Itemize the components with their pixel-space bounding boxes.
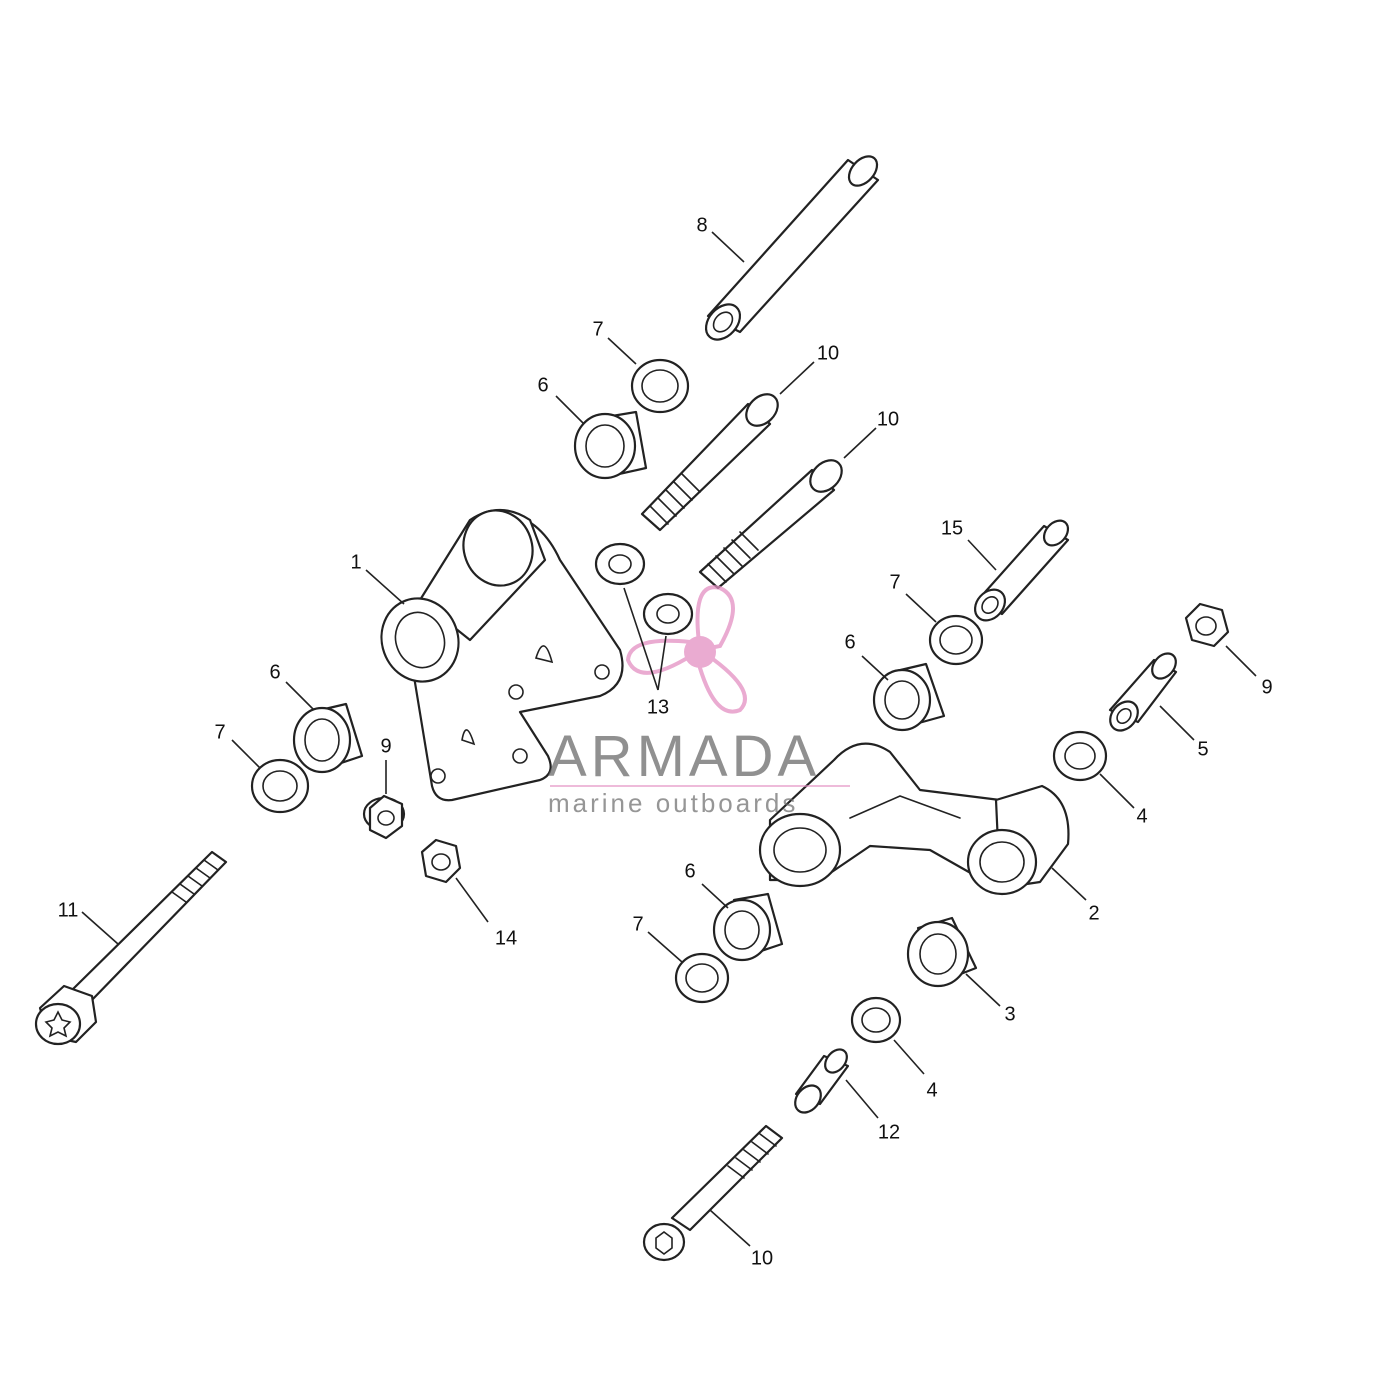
callout-15: 15 bbox=[941, 517, 963, 539]
part-14-hex-nut bbox=[420, 838, 462, 884]
brand-tagline: marine outboards bbox=[548, 788, 798, 818]
part-9-nut-right bbox=[1184, 602, 1230, 648]
callout-6-top: 6 bbox=[537, 374, 548, 396]
callout-4-upper: 4 bbox=[1136, 805, 1147, 827]
callout-12: 12 bbox=[878, 1121, 900, 1143]
part-8-tube bbox=[704, 155, 880, 341]
part-3-bushing bbox=[906, 916, 978, 988]
callout-13: 13 bbox=[647, 696, 669, 718]
propeller-icon bbox=[625, 585, 747, 714]
callout-10-bottom: 10 bbox=[751, 1247, 773, 1269]
part-5-spacer bbox=[1108, 652, 1178, 732]
callout-9-right: 9 bbox=[1261, 676, 1272, 698]
callout-9-left: 9 bbox=[380, 735, 391, 757]
callout-8: 8 bbox=[696, 214, 707, 236]
brand-name: ARMADA bbox=[548, 724, 820, 789]
part-6-bushing-left bbox=[292, 702, 364, 774]
part-2-link-arm bbox=[758, 742, 1070, 896]
part-1-bracket bbox=[380, 509, 624, 802]
callout-3: 3 bbox=[1004, 1003, 1015, 1025]
part-10-bolt-middle bbox=[698, 459, 843, 590]
part-15-tube bbox=[973, 519, 1070, 622]
callout-7-top: 7 bbox=[592, 318, 603, 340]
part-9-nut-left bbox=[362, 794, 406, 840]
callout-7-left: 7 bbox=[214, 721, 225, 743]
part-11-long-bolt bbox=[34, 850, 228, 1046]
part-7-washer-left bbox=[250, 758, 310, 814]
callout-10-middle: 10 bbox=[877, 408, 899, 430]
callout-2: 2 bbox=[1088, 902, 1099, 924]
callout-6-right: 6 bbox=[844, 631, 855, 653]
armada-watermark: ARMADA marine outboards bbox=[548, 585, 850, 818]
part-7-washer-top bbox=[630, 358, 690, 414]
part-7-washer-bottom bbox=[674, 952, 730, 1004]
part-6-bushing-right bbox=[872, 662, 946, 732]
callout-14: 14 bbox=[495, 927, 517, 949]
callout-labels: 1 2 3 4 4 5 6 6 6 6 7 7 7 7 8 9 9 10 10 … bbox=[58, 214, 1273, 1269]
callout-6-left: 6 bbox=[269, 661, 280, 683]
part-12-spacer bbox=[794, 1048, 850, 1114]
callout-7-bottom: 7 bbox=[632, 913, 643, 935]
callout-7-right: 7 bbox=[889, 571, 900, 593]
part-4-washer-lower bbox=[850, 996, 902, 1044]
callout-6-bottom: 6 bbox=[684, 860, 695, 882]
leader-lines bbox=[81, 231, 1257, 1247]
part-6-bushing-top bbox=[573, 410, 648, 480]
part-4-washer-upper bbox=[1052, 730, 1108, 782]
part-13-washers bbox=[594, 542, 694, 636]
callout-11: 11 bbox=[58, 899, 79, 921]
part-6-bushing-bottom bbox=[712, 892, 784, 962]
callout-10-upper: 10 bbox=[817, 342, 839, 364]
part-10-bolt-bottom bbox=[642, 1124, 784, 1262]
callout-4-lower: 4 bbox=[926, 1079, 937, 1101]
callout-5: 5 bbox=[1197, 738, 1208, 760]
part-7-washer-right bbox=[928, 614, 984, 666]
callout-1: 1 bbox=[350, 551, 361, 573]
part-10-bolt-upper bbox=[640, 393, 779, 532]
